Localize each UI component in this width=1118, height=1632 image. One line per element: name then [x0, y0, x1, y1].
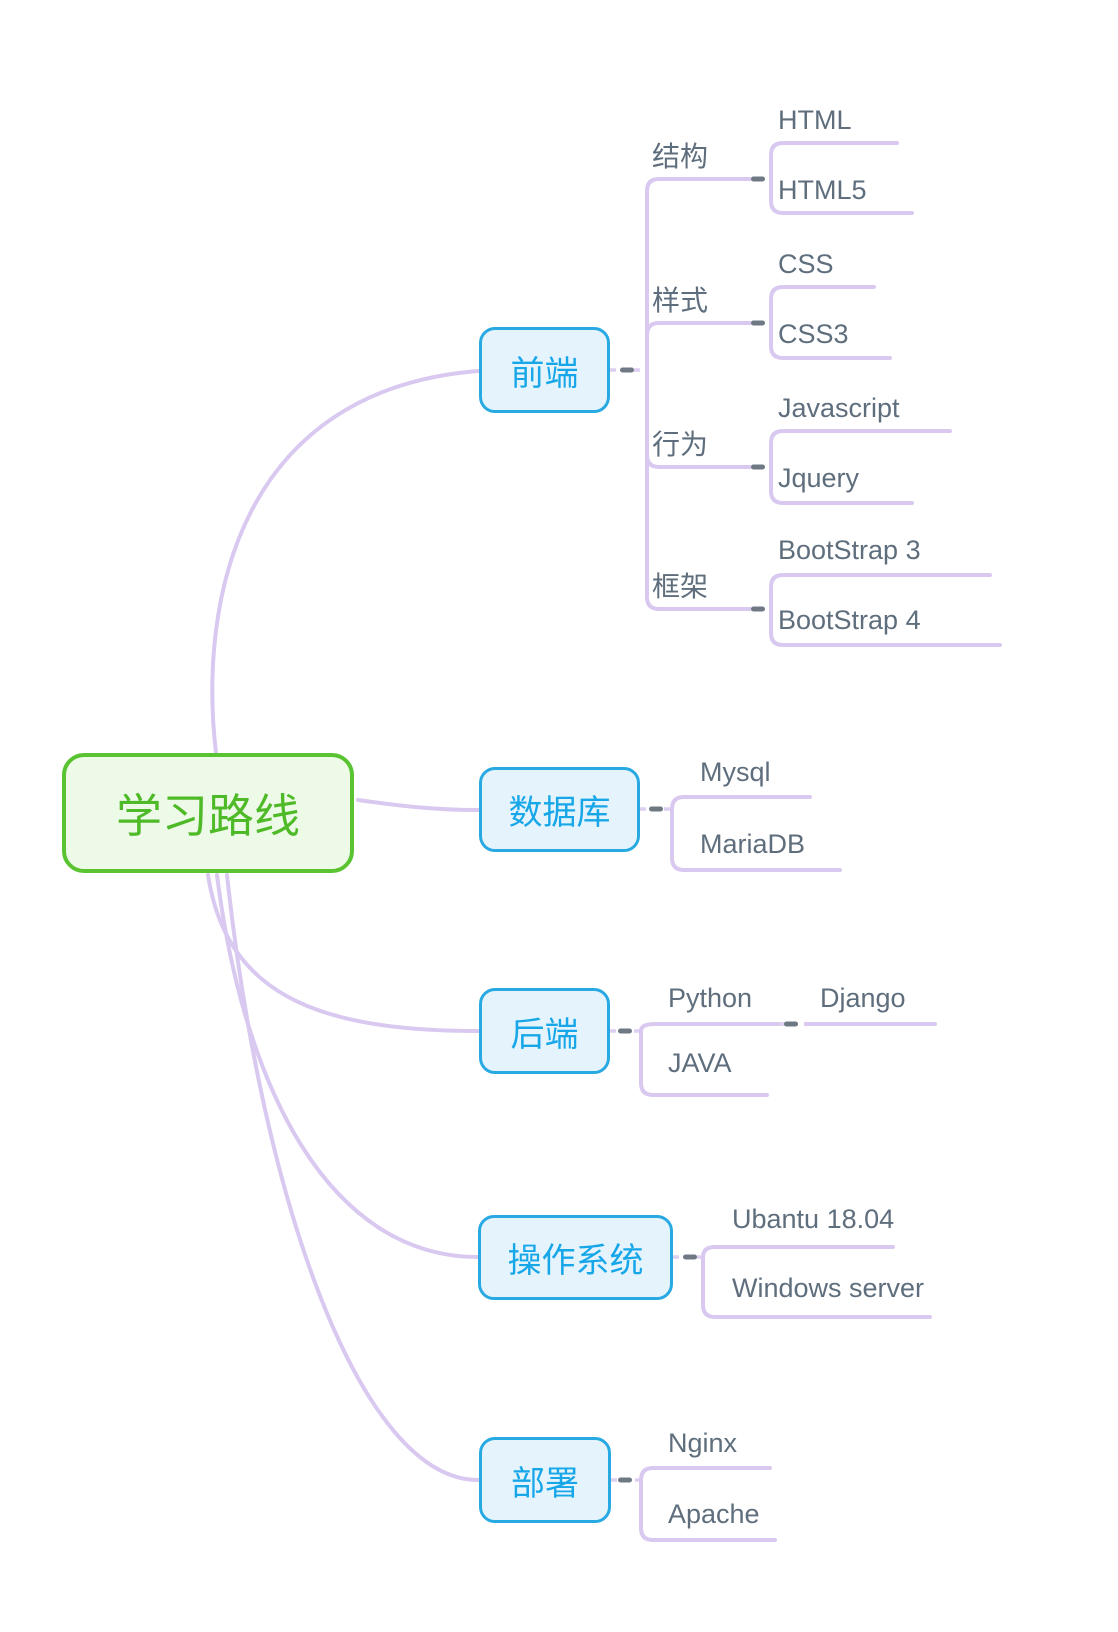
node-windows-server[interactable]: Windows server [732, 1273, 925, 1303]
node-jquery[interactable]: Jquery [778, 463, 860, 493]
node-html5[interactable]: HTML5 [778, 175, 867, 205]
branch-framework-bootstrap3 [769, 573, 992, 611]
connector-root-os [215, 873, 480, 1259]
node-python[interactable]: Python [668, 983, 753, 1013]
branch-deploy-nginx [639, 1466, 772, 1482]
branch-node-deploy[interactable]: 部署 [479, 1437, 611, 1523]
node-mariadb[interactable]: MariaDB [700, 829, 806, 859]
collapse-handle-style[interactable] [751, 320, 765, 326]
node-mysql[interactable]: Mysql [700, 757, 771, 787]
branch-database-mysql [670, 795, 812, 811]
node-css[interactable]: CSS [778, 249, 834, 279]
node-html[interactable]: HTML [778, 105, 852, 135]
node-framework[interactable]: 框架 [652, 571, 709, 602]
branch-behavior-jquery [769, 465, 914, 505]
branch-os-windows [701, 1255, 932, 1319]
collapse-handle-behavior[interactable] [751, 464, 765, 470]
collapse-handle-structure[interactable] [751, 176, 765, 182]
node-css3[interactable]: CSS3 [778, 319, 849, 349]
collapse-handle-python[interactable] [784, 1021, 798, 1027]
branch-deploy-apache [639, 1478, 777, 1542]
collapse-handle-backend[interactable] [618, 1028, 632, 1034]
node-bootstrap4[interactable]: BootStrap 4 [778, 605, 921, 635]
branch-behavior-javascript [769, 429, 952, 469]
collapse-handle-frontend[interactable] [620, 367, 634, 373]
branch-node-frontend[interactable]: 前端 [479, 327, 610, 413]
branch-node-backend[interactable]: 后端 [479, 988, 610, 1074]
branch-style-css3 [769, 321, 892, 360]
branch-node-os[interactable]: 操作系统 [478, 1215, 673, 1300]
collapse-handle-database[interactable] [649, 806, 663, 812]
connector-root-backend [206, 873, 480, 1033]
branch-node-database[interactable]: 数据库 [479, 767, 640, 852]
node-django[interactable]: Django [820, 983, 906, 1013]
node-nginx[interactable]: Nginx [668, 1428, 738, 1458]
collapse-handle-framework[interactable] [751, 606, 765, 612]
collapse-handle-os[interactable] [683, 1254, 697, 1260]
node-behavior[interactable]: 行为 [652, 429, 709, 460]
branch-database-mariadb [670, 807, 842, 872]
collapse-handle-deploy[interactable] [618, 1477, 632, 1483]
branch-frontend-style [645, 321, 752, 372]
node-java[interactable]: JAVA [668, 1048, 732, 1078]
node-style[interactable]: 样式 [652, 285, 709, 316]
branch-os-ubantu [701, 1245, 895, 1259]
connector-root-deploy [225, 873, 480, 1482]
branch-framework-bootstrap4 [769, 607, 1002, 647]
node-ubantu[interactable]: Ubantu 18.04 [732, 1204, 895, 1234]
branch-style-css [769, 285, 876, 325]
branch-frontend-framework [645, 368, 752, 611]
root-node[interactable]: 学习路线 [62, 753, 354, 873]
node-bootstrap3[interactable]: BootStrap 3 [778, 535, 921, 565]
branch-backend-python [639, 1022, 782, 1033]
node-structure[interactable]: 结构 [652, 141, 709, 172]
node-apache[interactable]: Apache [668, 1499, 760, 1529]
connector-root-database [356, 798, 480, 812]
branch-structure-html [769, 141, 899, 181]
node-javascript[interactable]: Javascript [778, 393, 900, 423]
connector-root-frontend [210, 369, 480, 755]
branch-structure-html5 [769, 177, 914, 215]
branch-frontend-structure [645, 177, 752, 372]
branch-backend-java [639, 1029, 769, 1097]
